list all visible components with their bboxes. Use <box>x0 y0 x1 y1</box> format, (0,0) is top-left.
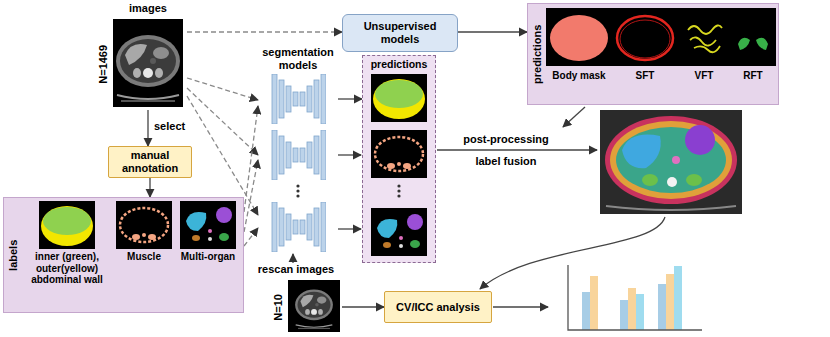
node-text: rescan images <box>258 263 334 276</box>
node-text: SFT <box>636 70 655 82</box>
node-text: RFT <box>743 70 762 82</box>
prediction-images <box>370 74 428 260</box>
multi-organ-label <box>180 201 236 249</box>
rescan-image <box>288 280 340 332</box>
edge-label: select <box>154 120 185 133</box>
prediction-image: Body mask <box>546 8 612 84</box>
connector-arrow <box>338 98 362 99</box>
sft-image <box>612 8 678 66</box>
node-text: manual annotation <box>110 149 190 174</box>
vertical-label: N=10 <box>272 294 285 321</box>
connector-arrow <box>149 178 150 197</box>
connector-arrow <box>342 306 384 307</box>
connector-arrow <box>244 106 258 212</box>
process-box: manual annotation <box>108 146 192 178</box>
model-stack: segmentation models <box>258 46 338 254</box>
node-text: Unsupervised models <box>345 20 455 45</box>
node-text: images <box>129 2 167 15</box>
rft-image <box>730 8 776 66</box>
predictions-box: predictions <box>362 55 436 263</box>
abdominal-wall-label <box>39 201 95 249</box>
vertical-label: predictions <box>532 24 545 83</box>
predictions-panel: Body mask SFT VFT RFT predictions <box>527 3 779 105</box>
bar-chart <box>568 265 702 330</box>
node-text: Muscle <box>127 251 161 263</box>
prediction-image: VFT <box>678 8 730 84</box>
connector-arrow <box>292 254 293 263</box>
connector-arrow <box>147 110 148 146</box>
label-image: Multi-organ <box>176 201 240 271</box>
node-text: VFT <box>695 70 714 82</box>
body-mask-image <box>546 8 612 66</box>
muscle-label <box>116 201 172 249</box>
annotation-label: label fusion <box>475 155 536 168</box>
prediction-image: RFT <box>730 8 776 84</box>
node-text: predictions <box>371 58 428 70</box>
label-image: Muscle <box>114 201 174 271</box>
node-text: Body mask <box>552 70 605 82</box>
process-box: Unsupervised models <box>342 14 458 52</box>
vertical-label: labels <box>8 239 21 270</box>
node-text: Multi-organ <box>181 251 235 263</box>
vft-image <box>678 8 730 66</box>
image-group: imagesN=1469 <box>95 2 187 110</box>
unet-stack <box>258 74 338 252</box>
fused-segmentation-image <box>600 110 742 214</box>
prediction-image: SFT <box>612 8 678 84</box>
node-text: inner (green), outer(yellow) abdominal w… <box>22 251 112 286</box>
ct-image <box>113 19 183 107</box>
node-text: segmentation models <box>258 46 338 71</box>
labels-panel: inner (green), outer(yellow) abdominal w… <box>3 197 244 313</box>
label-image: inner (green), outer(yellow) abdominal w… <box>22 201 112 309</box>
process-box: CV/ICC analysis <box>384 291 492 323</box>
vertical-label: N=1469 <box>97 45 110 84</box>
connector-arrow <box>187 78 258 100</box>
image-group: rescan imagesN=10 <box>250 263 342 335</box>
connector-arrow <box>458 31 527 32</box>
annotation-label: post-processing <box>463 133 549 146</box>
node-text: CV/ICC analysis <box>396 301 480 314</box>
connector-arrow <box>187 31 342 32</box>
